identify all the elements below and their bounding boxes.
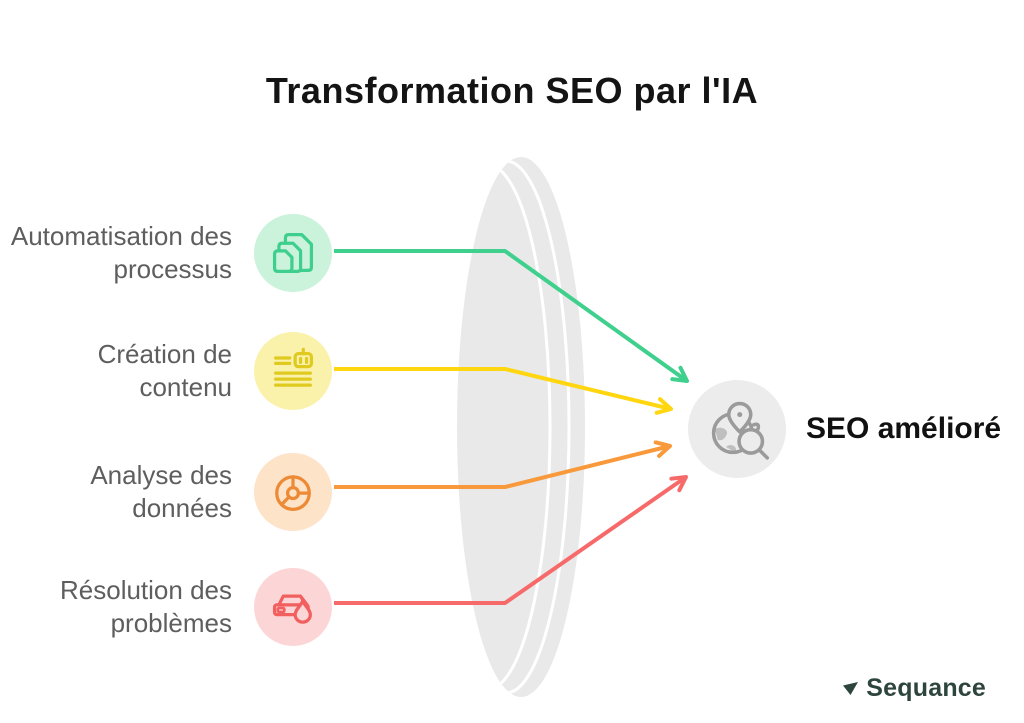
arrow-creation [334, 367, 673, 415]
car-problem-icon [272, 594, 312, 624]
item-label-resolution: Résolution des problèmes [60, 575, 232, 638]
item-icon-creation [254, 332, 332, 410]
item-label-automatisation: Automatisation des processus [10, 221, 232, 284]
item-icon-automatisation [254, 214, 332, 292]
sequance-triangle-icon [843, 681, 859, 695]
arrow-automatisation [334, 249, 689, 383]
arrow-resolution [334, 475, 688, 605]
item-icon-resolution [254, 568, 332, 646]
data-wheel-icon [275, 475, 311, 511]
documents-icon [272, 232, 314, 274]
ai-content-icon [274, 347, 314, 387]
item-label-creation: Création de contenu [97, 339, 232, 402]
brand-logo: Sequance [843, 674, 986, 703]
seo-globe-icon [711, 401, 770, 460]
brand-logo-text: Sequance [866, 674, 986, 702]
page-title: Transformation SEO par l'IA [265, 70, 759, 112]
arrow-analyse [334, 440, 672, 489]
item-icon-analyse [254, 453, 332, 531]
lens-shape [457, 157, 585, 697]
result-label: SEO amélioré [806, 412, 1002, 445]
result-circle [688, 380, 786, 478]
item-label-analyse: Analyse des données [90, 460, 232, 523]
